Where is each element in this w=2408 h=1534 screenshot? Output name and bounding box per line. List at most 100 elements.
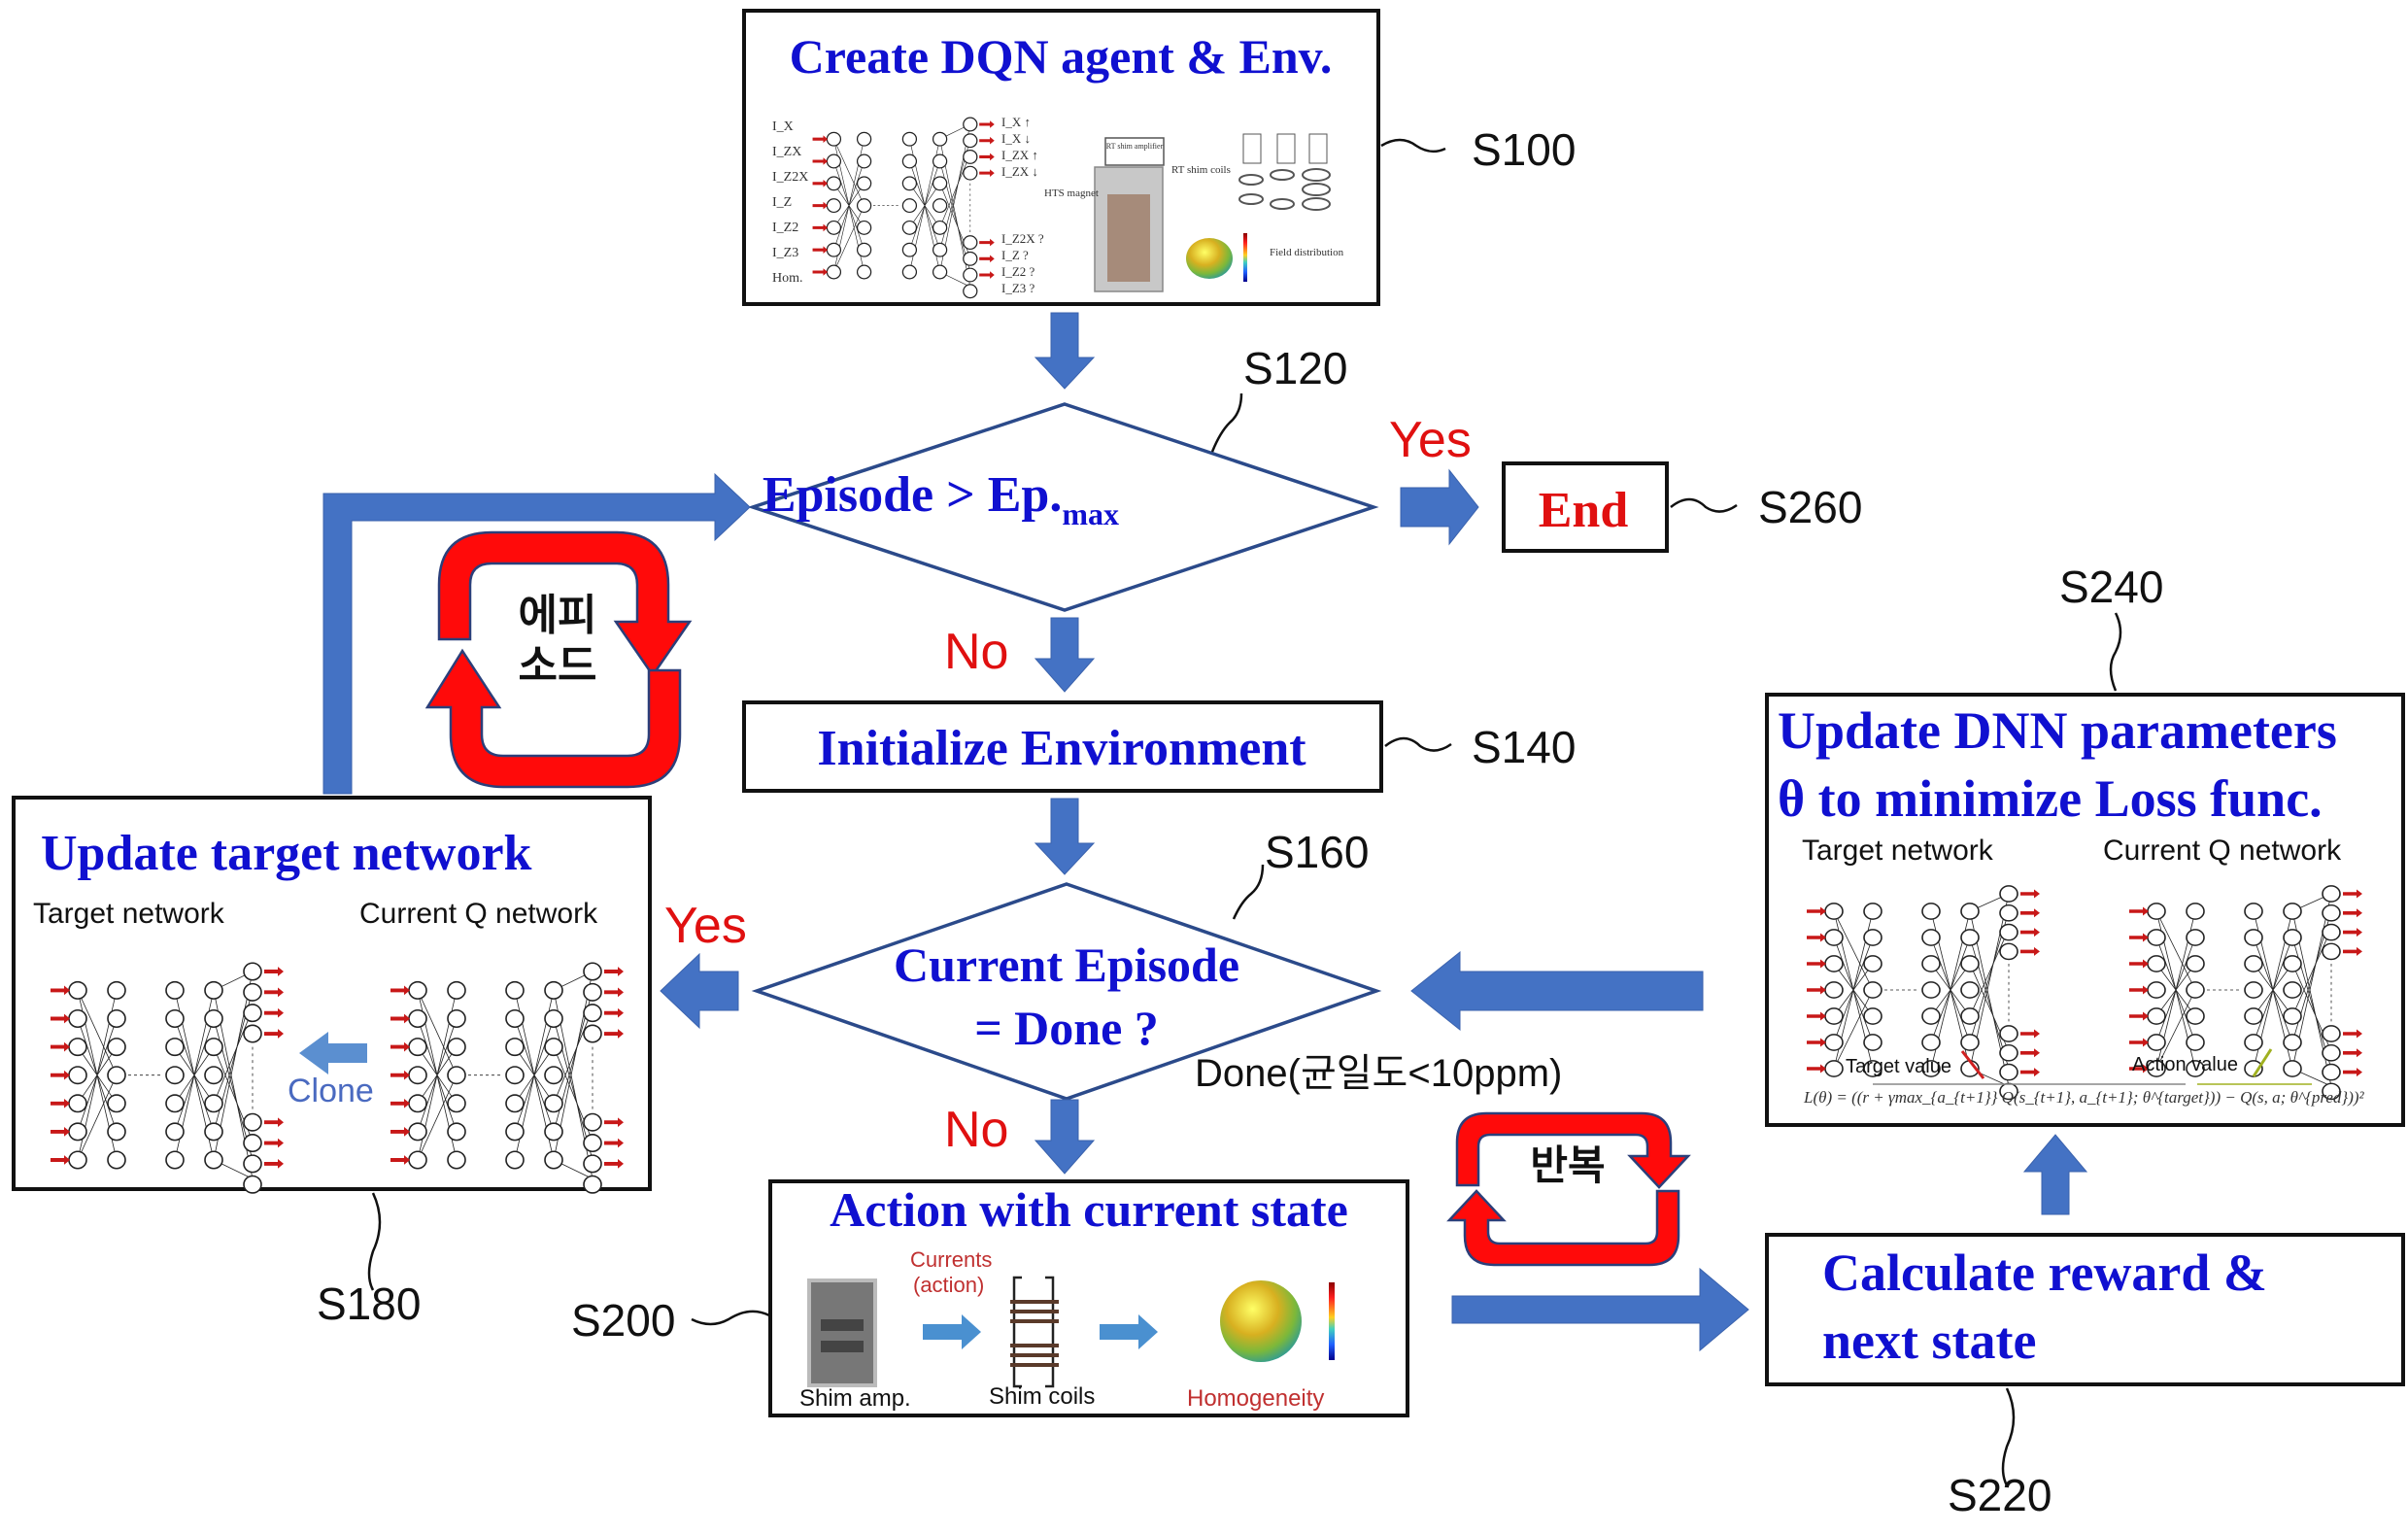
s200-currents-label: Currents <box>910 1247 992 1272</box>
repeat-arrow-upper <box>1455 1111 1691 1189</box>
s160-leader-line <box>1232 864 1265 920</box>
s240-action-value-label: Action value <box>2132 1054 2238 1075</box>
s100-box <box>742 9 1380 306</box>
step-s240: Update DNN parameters θ to minimize Loss… <box>1765 693 2405 1127</box>
flow-arrow-loop-back <box>322 472 751 795</box>
step-s160: Current Episode = Done ? <box>751 882 1382 1101</box>
step-s200: Action with current state Currents (acti… <box>768 1179 1409 1417</box>
s140-step-label: S140 <box>1472 722 1576 772</box>
s240-target-value-label: Target value <box>1846 1056 1951 1077</box>
s160-done-condition: Done(균일도<10ppm) <box>1195 1052 1562 1095</box>
s240-leader-line <box>2109 612 2122 692</box>
s120-step-label: S120 <box>1243 343 1347 393</box>
s100-input-label: I_Z3 <box>772 246 798 260</box>
s240-line1: Update DNN parameters <box>1778 701 2337 760</box>
s180-current-q-network-label: Current Q network <box>359 898 598 930</box>
s260-end-box <box>1502 461 1669 553</box>
s100-input-label: I_Z <box>772 195 792 210</box>
s220-leader-line <box>2001 1387 2016 1486</box>
rt-shim-amplifier-label: RT shim amplifier <box>1106 142 1164 151</box>
homogeneity-colorbar-icon <box>1329 1282 1335 1360</box>
shim-amp-image <box>807 1278 877 1387</box>
s240-line2: θ to minimize Loss func. <box>1778 769 2323 828</box>
s220-step-label: S220 <box>1948 1470 2052 1520</box>
s100-input-label: I_Z2X <box>772 170 808 185</box>
s140-box <box>742 700 1383 793</box>
no-label-mid: No <box>944 1102 1008 1158</box>
s100-output-label: I_X ↑ <box>1001 115 1031 129</box>
yes-label-top: Yes <box>1389 412 1472 468</box>
repeat-loop-label: 반복 <box>1530 1142 1605 1189</box>
s240-loss-formula: L(θ) = ((r + γmax_{a_{t+1}} Q(s_{t+1}, a… <box>1803 1088 2365 1107</box>
s180-title: Update target network <box>41 826 532 881</box>
rt-shim-coils-label: RT shim coils <box>1171 164 1231 176</box>
homogeneity-sphere-icon <box>1220 1280 1302 1362</box>
step-s140: Initialize Environment <box>742 700 1383 793</box>
no-label-top: No <box>944 624 1008 680</box>
s180-clone-label: Clone <box>288 1073 374 1109</box>
s100-output-label: I_X ↓ <box>1001 131 1031 146</box>
s100-output-label: I_ZX ↓ <box>1001 164 1038 179</box>
s220-line1: Calculate reward & <box>1822 1244 2267 1302</box>
flow-arrow-down-no <box>1034 1099 1096 1175</box>
s140-leader-line <box>1384 736 1452 752</box>
flow-arrow-down-no <box>1034 617 1096 693</box>
s100-output-label: I_Z2 ? <box>1001 264 1035 279</box>
colorbar-icon <box>1243 233 1247 282</box>
field-sphere-icon <box>1186 238 1233 279</box>
s200-step-label: S200 <box>571 1295 675 1346</box>
coil-shapes-icon <box>1238 133 1331 211</box>
flow-arrow-left-yes <box>660 952 739 1030</box>
s100-leader-line <box>1380 138 1446 153</box>
hts-magnet-label: HTS magnet <box>1044 187 1099 199</box>
step-s100: Create DQN agent & Env. I_X I_ZX I_Z2X I… <box>742 9 1380 306</box>
s100-input-label: Hom. <box>772 271 803 286</box>
s260-step-label: S260 <box>1758 482 1862 532</box>
s100-input-label: I_ZX <box>772 145 801 159</box>
s180-step-label: S180 <box>317 1278 421 1329</box>
repeat-loop-icon: 반복 <box>1446 1111 1691 1267</box>
s160-condition-line2: = Done ? <box>974 1001 1159 1055</box>
s200-leader-line <box>691 1310 770 1326</box>
shim-coils-icon <box>1010 1276 1059 1388</box>
small-arrow-icon <box>923 1314 981 1349</box>
s160-step-label: S160 <box>1265 827 1369 877</box>
s120-condition-text: Episode > Ep.max <box>763 467 1119 531</box>
flow-arrow-down <box>1034 312 1096 390</box>
flow-arrow-right-yes <box>1400 468 1479 546</box>
shim-amp-panel <box>821 1319 864 1331</box>
flow-arrow-right-to-s220 <box>1451 1267 1749 1352</box>
step-s180: Update target network Target network Cur… <box>12 796 652 1194</box>
s120-condition-subscript: max <box>1062 496 1119 531</box>
s120-leader-line <box>1210 392 1243 453</box>
flow-arrow-left-from-s240 <box>1410 950 1704 1032</box>
s200-caption-shim-coils: Shim coils <box>989 1383 1095 1410</box>
s240-current-q-network-label: Current Q network <box>2103 835 2342 867</box>
s240-target-network-label: Target network <box>1802 835 1994 867</box>
s260-leader-line <box>1670 497 1738 513</box>
s100-output-label: I_Z ? <box>1001 248 1029 262</box>
shim-amp-panel <box>821 1341 864 1352</box>
s260-end-text: End <box>1539 483 1629 538</box>
action-value-pointer-icon <box>2252 1048 2273 1077</box>
s220-line2: next state <box>1822 1312 2036 1370</box>
small-arrow-icon <box>1100 1314 1158 1349</box>
step-s260: End <box>1502 461 1669 553</box>
s100-magnet-illustration: RT shim amplifier HTS magnet RT shim coi… <box>1044 133 1344 292</box>
s100-step-label: S100 <box>1472 124 1576 175</box>
s100-input-label: I_X <box>772 119 794 134</box>
flow-arrow-down <box>1034 798 1096 875</box>
s200-caption-homogeneity: Homogeneity <box>1187 1385 1324 1412</box>
episode-loop-label-1: 에피 <box>519 591 597 640</box>
s100-output-label: I_ZX ↑ <box>1001 148 1038 162</box>
s100-dqn-network-illustration: I_X I_ZX I_Z2X I_Z I_Z2 I_Z3 Hom. I_X ↑ … <box>772 115 1044 299</box>
rt-shim-amplifier-icon <box>1104 137 1165 166</box>
target-value-pointer-icon <box>1960 1050 1985 1079</box>
s180-leader-line <box>367 1192 382 1291</box>
field-distribution-label: Field distribution <box>1270 247 1344 258</box>
s160-condition-line1: Current Episode <box>894 937 1239 992</box>
s200-caption-shim-amp: Shim amp. <box>799 1385 911 1412</box>
yes-label-mid: Yes <box>664 898 747 954</box>
s240-step-label: S240 <box>2059 562 2163 612</box>
s180-target-network-label: Target network <box>33 898 225 930</box>
